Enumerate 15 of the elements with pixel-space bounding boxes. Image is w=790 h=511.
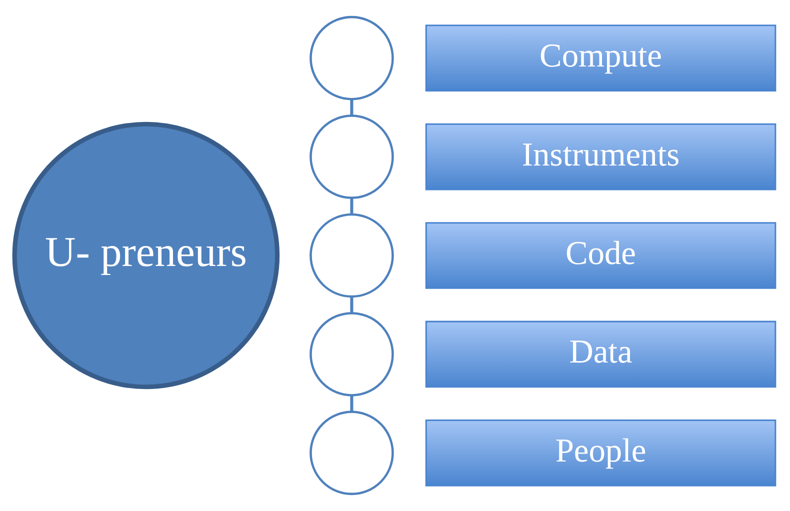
node-circle xyxy=(310,16,394,100)
connector xyxy=(350,396,354,412)
node-circle xyxy=(310,213,394,298)
connector xyxy=(350,99,354,116)
node-circle xyxy=(310,410,394,496)
node-box: Data xyxy=(425,320,776,388)
node-box: Compute xyxy=(425,24,776,92)
node-circle xyxy=(310,312,394,396)
connector xyxy=(350,296,354,313)
connector xyxy=(350,198,354,214)
node-circle xyxy=(310,114,394,199)
node-circle: U- preneurs xyxy=(12,122,280,390)
node-box: Instruments xyxy=(425,123,776,190)
node-box: People xyxy=(425,420,776,486)
node-box: Code xyxy=(425,222,776,289)
